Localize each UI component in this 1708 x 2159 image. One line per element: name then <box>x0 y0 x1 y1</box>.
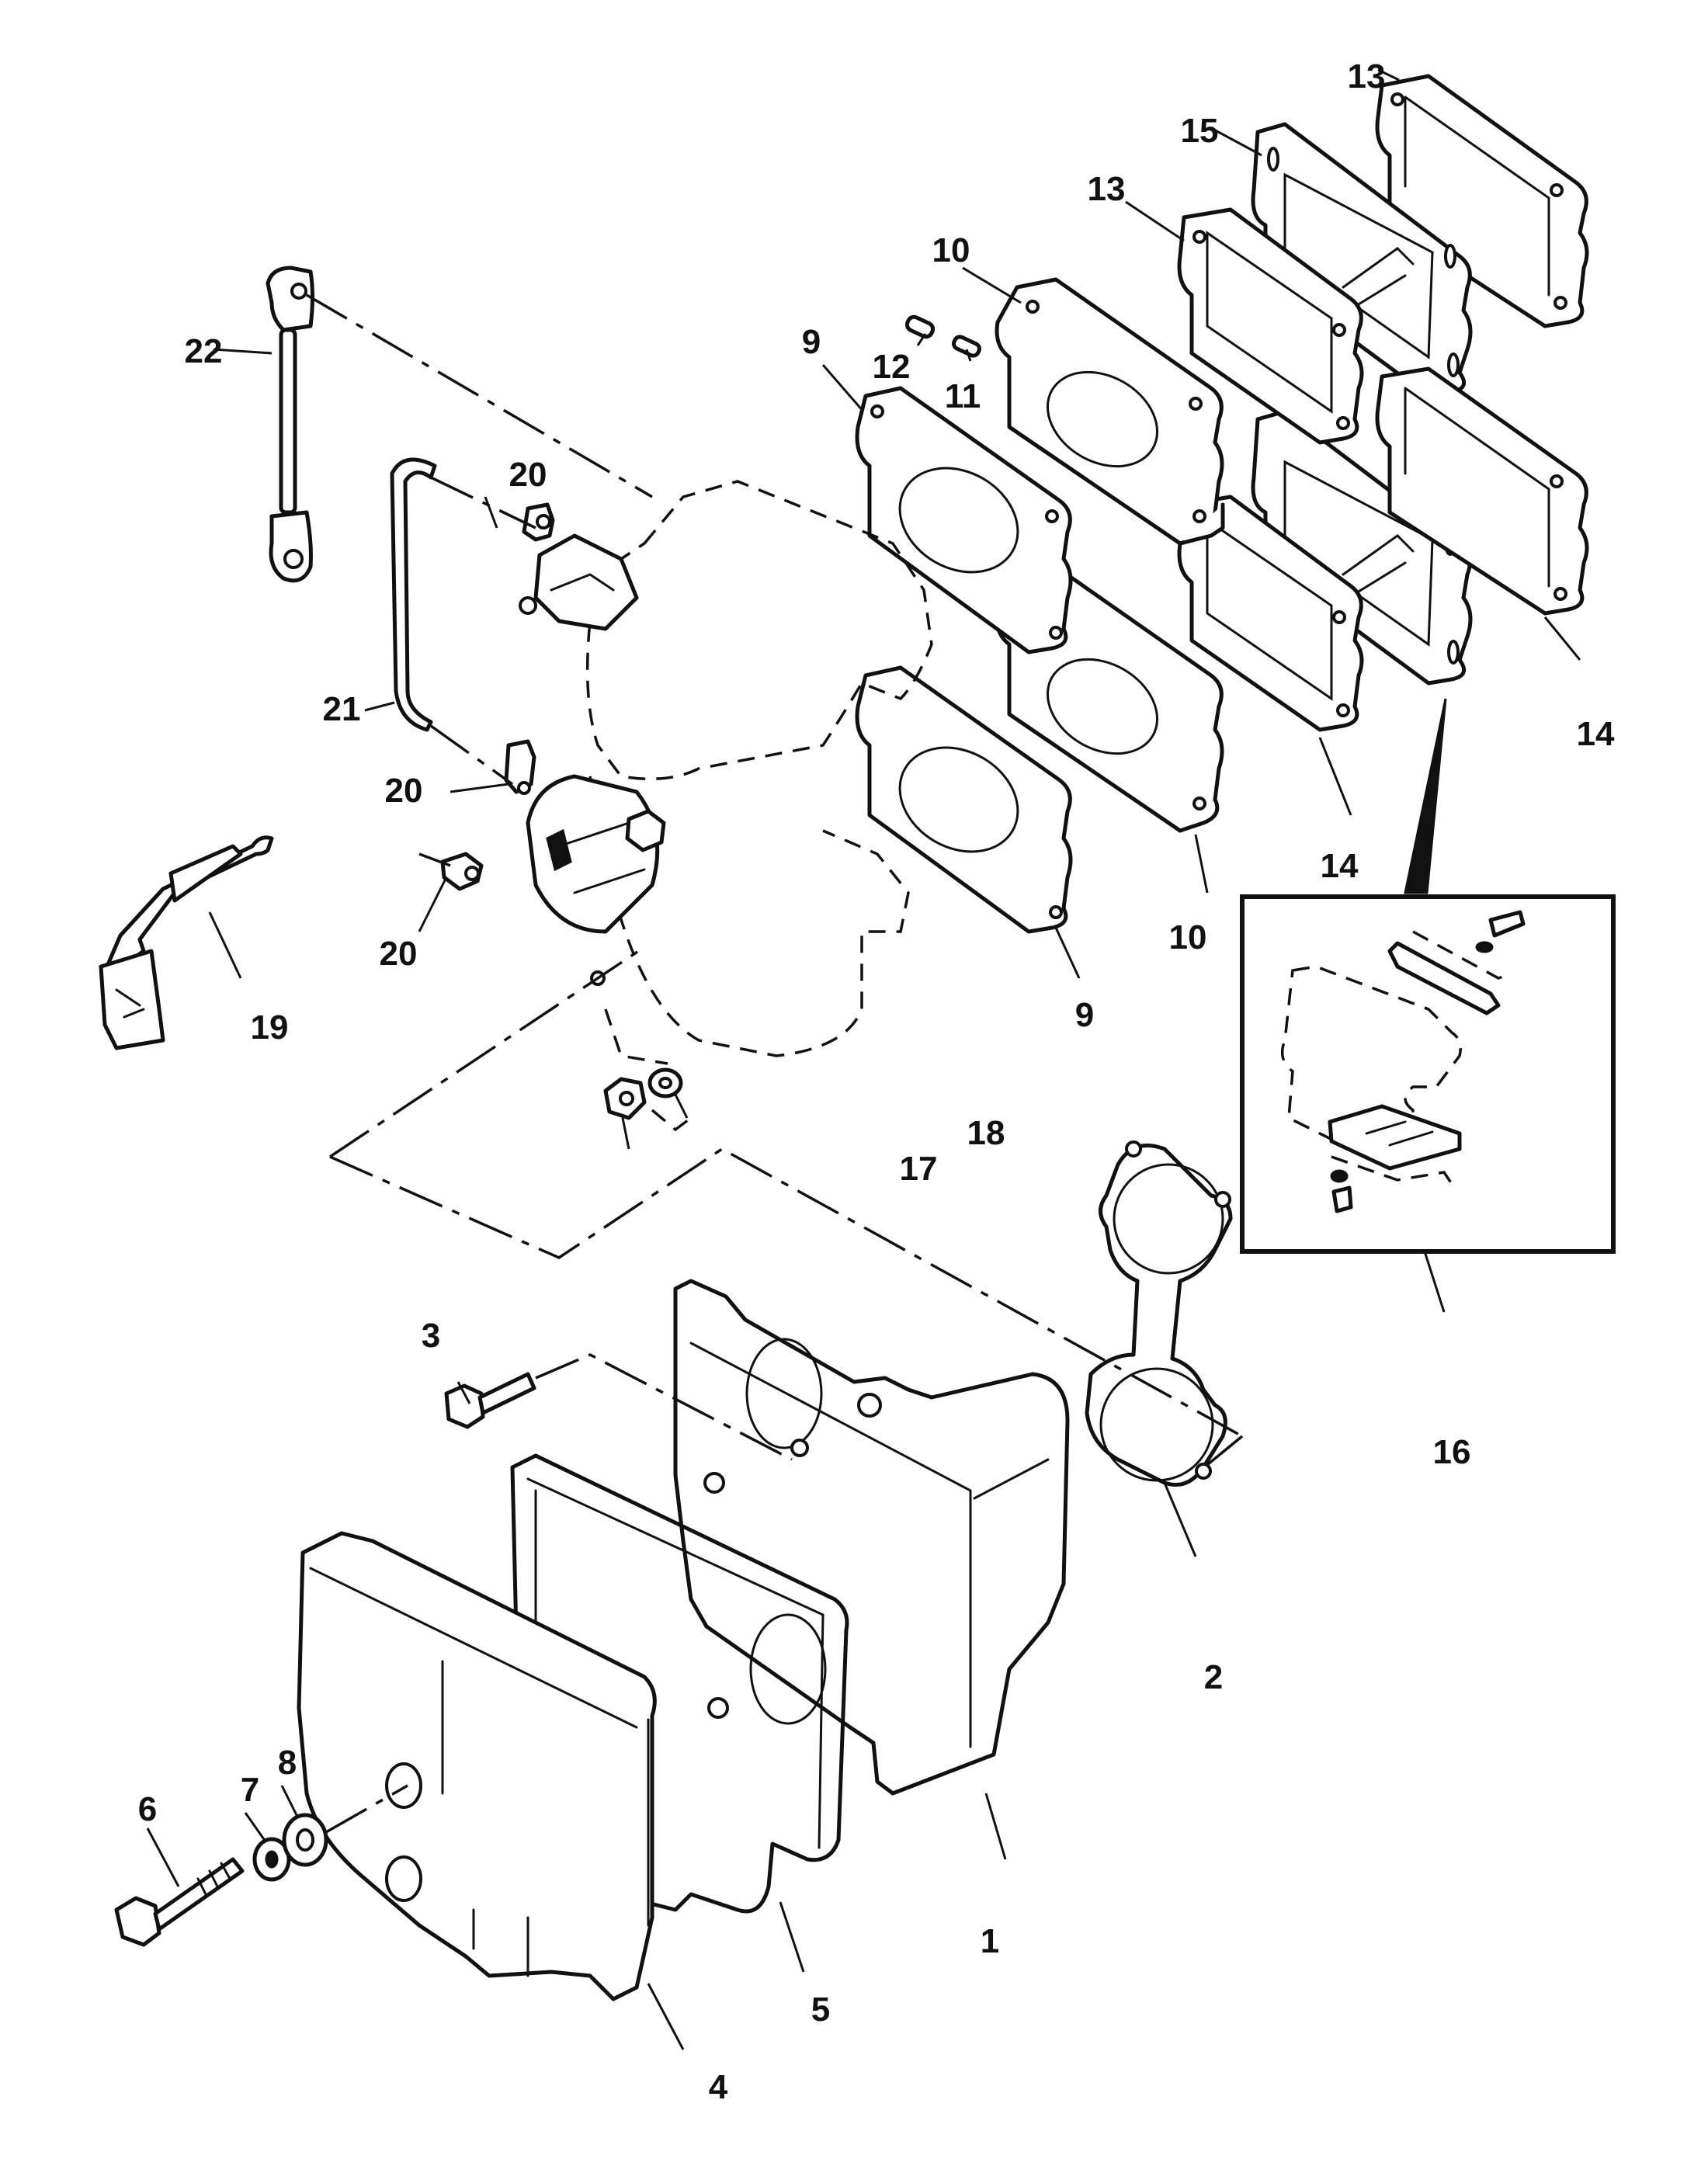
dowel-pin-11 <box>952 335 981 358</box>
callout-10-upper: 10 <box>932 231 970 269</box>
flat-washer-8 <box>282 1813 328 1867</box>
callout-14-right: 14 <box>1577 715 1615 753</box>
link-retainer-20-top <box>522 502 555 542</box>
callout-3: 3 <box>422 1317 440 1355</box>
carburetor-gasket-9-upper <box>855 386 1073 654</box>
callout-4: 4 <box>709 2068 728 2106</box>
throttle-shaft-body <box>519 533 639 631</box>
dowel-pin-12 <box>904 314 936 339</box>
gasket-13-middle <box>1177 207 1364 445</box>
reed-block-15 <box>1251 122 1473 398</box>
callout-13-top: 13 <box>1348 57 1386 95</box>
gasket-14-right <box>1375 366 1589 616</box>
gasket-2 <box>1085 1140 1233 1487</box>
callout-12: 12 <box>873 348 911 386</box>
callout-19: 19 <box>251 1008 289 1047</box>
callout-11: 11 <box>945 377 981 415</box>
link-retainer-20-lower <box>440 852 484 891</box>
callout-20-lower: 20 <box>380 935 418 973</box>
callout-8: 8 <box>278 1744 297 1782</box>
callout-17: 17 <box>900 1150 938 1188</box>
nut-17 <box>603 1077 647 1120</box>
callout-20-middle: 20 <box>385 772 423 810</box>
throttle-plate-body <box>526 774 660 986</box>
callout-5: 5 <box>811 1991 830 2029</box>
callout-15: 15 <box>1181 112 1219 150</box>
lock-washer-7 <box>252 1837 291 1882</box>
carburetor-gasket-9-lower <box>855 665 1073 934</box>
callout-6: 6 <box>138 1790 157 1828</box>
reed-block-housing-1 <box>673 1279 1070 1796</box>
throttle-link-rod-21 <box>390 457 437 732</box>
rear-gasket-13-top <box>1375 74 1589 328</box>
inset-pointer <box>1404 698 1447 894</box>
hex-nut-on-body <box>625 809 666 852</box>
callout-10-lower: 10 <box>1169 918 1207 956</box>
callout-16: 16 <box>1433 1433 1471 1471</box>
gasket-14-middle <box>1177 495 1364 732</box>
carburetor-phantom <box>585 480 933 1065</box>
callout-7: 7 <box>241 1771 259 1809</box>
adjustable-link-22 <box>266 266 314 583</box>
callout-2: 2 <box>1204 1658 1223 1696</box>
bolt-6 <box>114 1857 245 1947</box>
link-retainer-20-middle <box>504 739 536 795</box>
callout-18: 18 <box>967 1114 1005 1152</box>
adaptor-plate-10-upper <box>995 277 1225 546</box>
callout-22: 22 <box>185 332 223 370</box>
callout-21: 21 <box>323 690 361 728</box>
assembly-lines <box>306 293 1244 1834</box>
leader-lines <box>146 68 1581 2050</box>
callout-9-upper: 9 <box>802 323 821 361</box>
callout-13-middle: 13 <box>1088 170 1126 208</box>
washer-18 <box>647 1067 683 1099</box>
callout-14-middle: 14 <box>1321 847 1359 885</box>
callout-9-lower: 9 <box>1075 996 1094 1034</box>
cover-4 <box>297 1531 657 2001</box>
callout-20-top: 20 <box>509 456 547 494</box>
bolt-3 <box>444 1372 536 1429</box>
reed-block-assembly-inset <box>1240 894 1616 1254</box>
callout-1: 1 <box>981 1922 999 1960</box>
choke-link-lever-19 <box>99 835 274 1050</box>
